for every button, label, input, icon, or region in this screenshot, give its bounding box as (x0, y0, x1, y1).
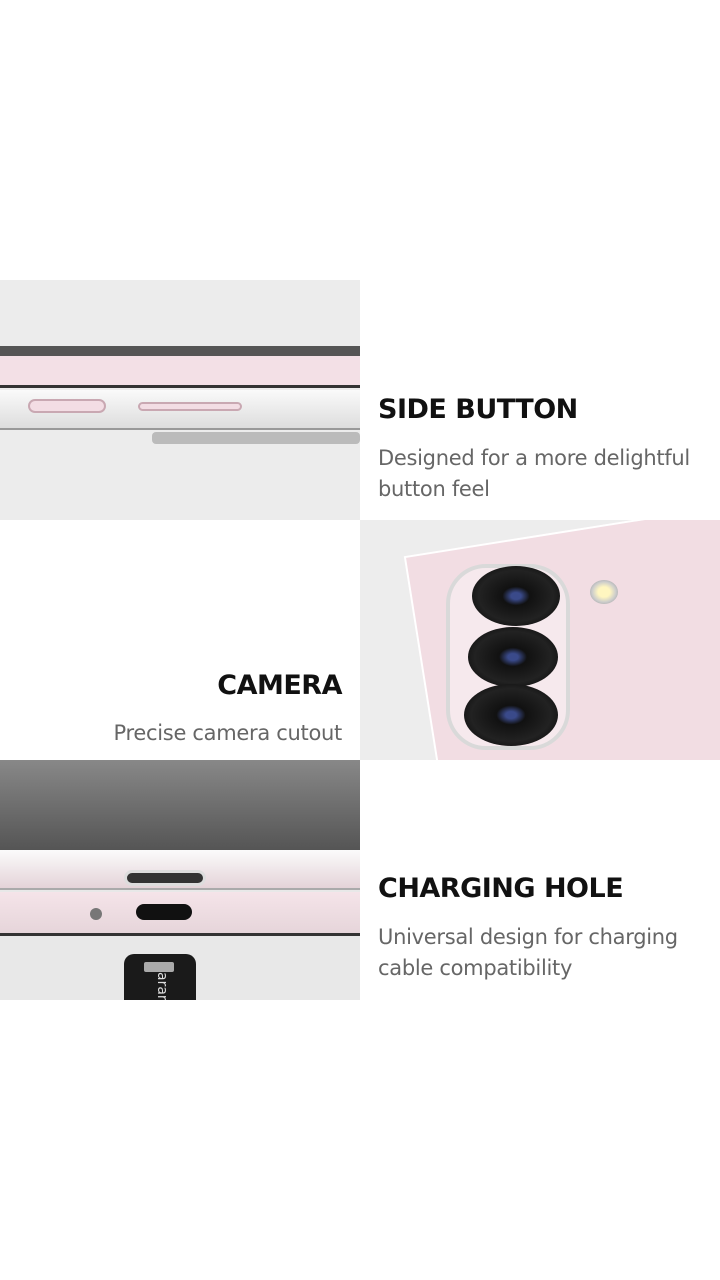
side-button-image (0, 280, 360, 520)
camera-lens-icon (472, 566, 560, 626)
plug-connector (144, 962, 174, 972)
phone-edge-top (0, 346, 360, 356)
volume-button (28, 399, 106, 413)
camera-image (360, 520, 720, 760)
charging-hole-image: araree (0, 760, 360, 1000)
desc-line: Precise camera cutout (113, 721, 343, 745)
feature-desc: Universal design for charging cable comp… (378, 922, 678, 984)
side-button-text: SIDE BUTTON Designed for a more delightf… (360, 280, 720, 520)
desc-line: Designed for a more delightful (378, 446, 690, 470)
camera-lens-icon (464, 684, 558, 746)
camera-text: CAMERA Precise camera cutout (0, 520, 360, 760)
phone-frame (0, 356, 360, 388)
feature-desc: Precise camera cutout (113, 718, 343, 749)
speaker-grille (124, 870, 206, 886)
feature-title: CAMERA (217, 670, 342, 701)
usb-cable-plug: araree (124, 954, 196, 1000)
cable-brand-logo: araree (154, 972, 170, 1000)
flash-icon (590, 580, 618, 604)
feature-title: SIDE BUTTON (378, 394, 578, 425)
usb-c-port (136, 904, 192, 920)
desc-line: button feel (378, 477, 490, 501)
feature-desc: Designed for a more delightful button fe… (378, 443, 690, 505)
desc-line: cable compatibility (378, 956, 573, 980)
mic-hole (90, 908, 102, 920)
feature-title: CHARGING HOLE (378, 873, 624, 904)
power-button (138, 402, 242, 411)
camera-lens-icon (468, 627, 558, 687)
desc-line: Universal design for charging (378, 925, 678, 949)
phone-screen (0, 760, 360, 850)
charging-hole-text: CHARGING HOLE Universal design for charg… (360, 760, 720, 1000)
hinge (152, 432, 360, 444)
